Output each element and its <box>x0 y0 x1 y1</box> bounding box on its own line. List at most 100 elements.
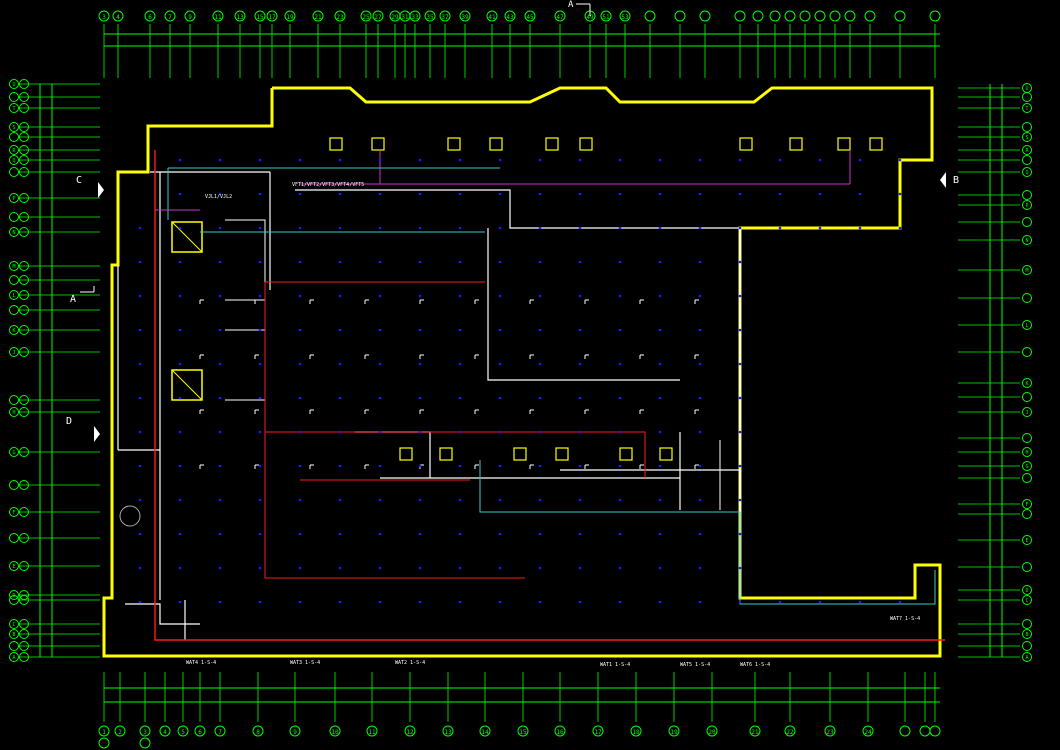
axis-bubble-right <box>1022 447 1032 457</box>
sprinkler-dot <box>298 226 302 230</box>
sprinkler-dot <box>138 294 142 298</box>
axis-bubble-left <box>9 290 19 300</box>
axis-bubble-bottom <box>289 725 301 737</box>
sprinkler-dot <box>258 566 262 570</box>
sprinkler-dot <box>698 158 702 162</box>
sprinkler-dot <box>578 396 582 400</box>
sprinkler-dot <box>258 600 262 604</box>
sprinkler-dot <box>218 226 222 230</box>
sprinkler-dot <box>498 328 502 332</box>
axis-label-bottom: 18 <box>632 729 640 736</box>
axis-label-right: U <box>1025 86 1028 92</box>
sprinkler-dot <box>498 498 502 502</box>
sprinkler-dot <box>458 192 462 196</box>
sprinkler-dot <box>418 430 422 434</box>
axis-bubble-top <box>312 10 324 22</box>
axis-bubble-top <box>266 10 278 22</box>
sprinkler-dot <box>778 192 782 196</box>
sprinkler-dot <box>218 532 222 536</box>
sprinkler-dot <box>858 226 862 230</box>
sprinkler-dot <box>458 226 462 230</box>
section-mark-left-upper: C <box>76 175 104 198</box>
sprinkler-dot <box>298 362 302 366</box>
sprinkler-dot <box>498 294 502 298</box>
axis-label-right: K <box>1025 381 1028 387</box>
sprinkler-dot <box>338 294 342 298</box>
sprinkler-dot <box>698 192 702 196</box>
sprinkler-dot <box>738 362 742 366</box>
sprinkler-dot <box>378 192 382 196</box>
axis-label-top: 23 <box>336 14 344 21</box>
sprinkler-dot <box>498 532 502 536</box>
axis-bubble-right <box>1022 132 1032 142</box>
axis-bubble-top <box>254 10 266 22</box>
axis-bubble-right <box>1022 619 1032 629</box>
axis-label-top: 4 <box>116 14 120 21</box>
sprinkler-dot <box>418 396 422 400</box>
svg-text:A: A <box>568 0 574 10</box>
axis-bubble-left <box>9 103 19 113</box>
axis-label-bottom: 7 <box>218 729 222 736</box>
sprinkler-dot <box>178 430 182 434</box>
axis-bubble-top <box>784 10 796 22</box>
sprinkler-dot <box>298 464 302 468</box>
sprinkler-dot <box>738 158 742 162</box>
axis-bubble-right <box>1022 145 1032 155</box>
axis-bubble-top <box>112 10 124 22</box>
sprinkler-dot <box>658 362 662 366</box>
sprinkler-dot <box>578 226 582 230</box>
axis-bubble-top <box>929 10 941 22</box>
sprinkler-dot <box>258 498 262 502</box>
sprinkler-dot <box>658 464 662 468</box>
pipe-label: WAT6 1-S-4 <box>740 662 770 668</box>
sprinkler-dot <box>178 294 182 298</box>
sprinkler-dot <box>138 600 142 604</box>
axis-bubble-left <box>9 275 19 285</box>
sprinkler-dot <box>618 430 622 434</box>
sprinkler-dot <box>858 600 862 604</box>
axis-bubble-left <box>9 132 19 142</box>
pipe-label: WAT2 1-S-4 <box>395 660 425 666</box>
sprinkler-dot <box>258 430 262 434</box>
axis-label-top: 17 <box>268 14 276 21</box>
axis-bubble-right <box>1022 378 1032 388</box>
axis-label-bottom: 20 <box>708 729 716 736</box>
axis-label-right: M <box>1025 268 1028 274</box>
axis-bubble-bottom <box>824 725 836 737</box>
sprinkler-dot <box>218 158 222 162</box>
axis-bubble-right <box>1022 122 1032 132</box>
axis-bubble-right <box>1022 407 1032 417</box>
axis-bubble-left <box>9 507 19 517</box>
pipe-label: WAT4 1-S-4 <box>186 660 216 666</box>
sprinkler-dot <box>858 158 862 162</box>
axis-label-bottom: 8 <box>256 729 260 736</box>
axis-bubble-left <box>9 122 19 132</box>
axis-bubble-top <box>752 10 764 22</box>
sprinkler-dot <box>538 498 542 502</box>
sprinkler-dot <box>338 566 342 570</box>
sprinkler-dot <box>178 566 182 570</box>
sprinkler-dot <box>378 328 382 332</box>
axis-label-top: 13 <box>236 14 244 21</box>
axis-bubble-left <box>9 212 19 222</box>
sprinkler-dot <box>618 260 622 264</box>
axis-label-top: 9 <box>188 14 192 21</box>
sprinkler-dot <box>658 294 662 298</box>
sprinkler-dot <box>458 566 462 570</box>
axis-bubble-right <box>1022 103 1032 113</box>
axis-label-left: J <box>12 350 15 356</box>
sprinkler-dot <box>618 158 622 162</box>
axis-bubble-top <box>674 10 686 22</box>
sprinkler-dot <box>458 532 462 536</box>
axis-label-top: 11 <box>214 14 222 21</box>
axis-bubble-bottom <box>329 725 341 737</box>
axis-label-top: 19 <box>286 14 294 21</box>
sprinkler-dot <box>618 498 622 502</box>
sprinkler-dot <box>538 294 542 298</box>
sprinkler-dot <box>578 260 582 264</box>
axis-label-left: S <box>12 125 15 131</box>
sprinkler-dot <box>298 532 302 536</box>
sprinkler-dot <box>658 396 662 400</box>
sprinkler-dot <box>738 294 742 298</box>
